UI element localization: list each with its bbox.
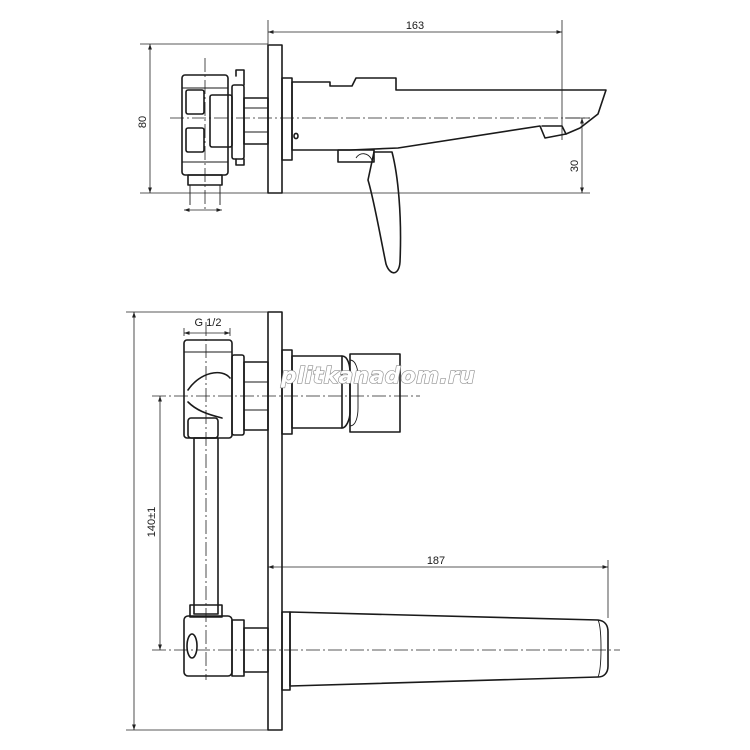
dim-80: 80	[137, 43, 268, 194]
dim-label-163: 163	[406, 20, 424, 32]
dim-g12: G 1/2	[183, 317, 231, 336]
lever-front	[281, 349, 401, 435]
spout-front	[281, 611, 609, 691]
wall-plate-top	[267, 44, 283, 194]
dim-label-80: 80	[137, 116, 149, 128]
watermark: plitkanadom.ru	[280, 364, 475, 389]
top-view: 163 80 30	[137, 20, 607, 274]
front-view: G 1/2 140±1 187	[126, 311, 620, 731]
valve-body-top	[181, 69, 269, 205]
wall-plate-front	[267, 311, 283, 731]
dim-overall-height	[126, 311, 268, 731]
dim-30: 30	[282, 117, 590, 194]
dim-label-g12: G 1/2	[195, 317, 222, 329]
valve-body-front	[183, 339, 269, 439]
connecting-pipe	[189, 437, 223, 618]
spout-connector-front	[183, 615, 269, 677]
dim-140: 140±1	[146, 396, 162, 650]
dim-label-30: 30	[569, 160, 581, 172]
dim-163: 163	[267, 20, 563, 140]
dim-label-187: 187	[427, 555, 445, 567]
dim-187: 187	[267, 555, 609, 618]
spout-top	[281, 77, 607, 274]
dim-label-140: 140±1	[146, 507, 158, 538]
